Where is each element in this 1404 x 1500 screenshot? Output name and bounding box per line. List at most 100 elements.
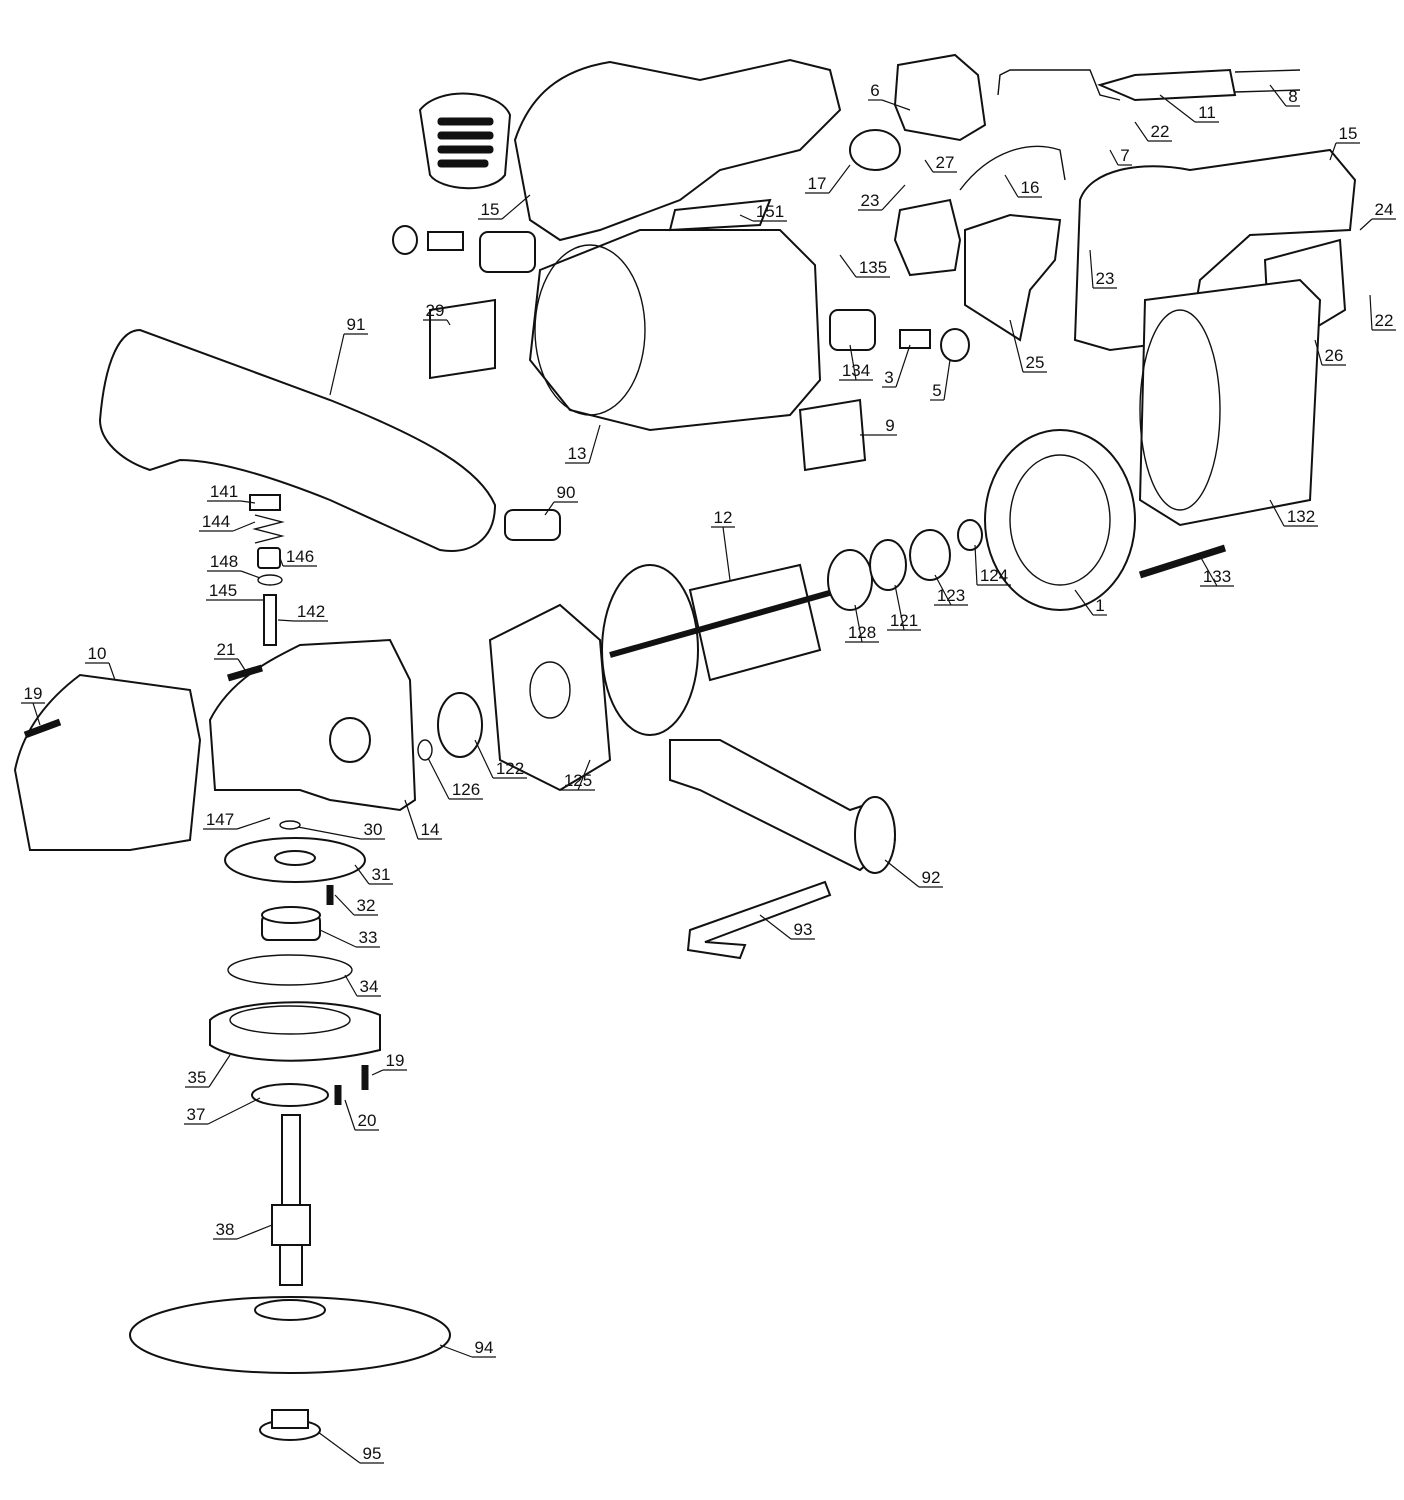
leader-line <box>759 914 792 940</box>
part-label-25: 25 <box>1009 319 1047 373</box>
brush-holder-25 <box>964 213 1062 342</box>
baffle-ring-inner <box>1009 454 1111 586</box>
leader-line <box>894 584 905 631</box>
part-label-9: 9 <box>860 416 897 436</box>
leader-line <box>1089 249 1094 289</box>
part-label-133: 133 <box>1199 555 1234 587</box>
leader-line <box>577 759 591 791</box>
part-number: 8 <box>1288 87 1297 106</box>
leader-line <box>895 344 911 388</box>
part-label-22: 22 <box>1369 294 1396 331</box>
part-label-17: 17 <box>805 164 851 194</box>
grille-slots <box>437 117 494 168</box>
leader-line <box>319 929 357 948</box>
part-number: 5 <box>932 381 941 400</box>
leader-line <box>544 501 555 516</box>
pin-142 <box>263 594 277 646</box>
part-number: 135 <box>859 258 887 277</box>
leader-line <box>329 333 345 396</box>
part-number: 31 <box>372 865 391 884</box>
leader-line <box>1199 555 1218 587</box>
part-label-92: 92 <box>884 859 943 888</box>
part-number: 30 <box>364 820 383 839</box>
brush <box>427 231 464 251</box>
spacer-90 <box>504 509 561 541</box>
part-number: 148 <box>210 552 238 571</box>
part-label-32: 32 <box>334 894 378 916</box>
part-number: 22 <box>1375 311 1394 330</box>
guard-10 <box>13 673 202 851</box>
leader-line <box>739 214 754 222</box>
label-plate-9 <box>798 398 867 472</box>
part-number: 15 <box>481 200 500 219</box>
leader-line <box>277 619 295 622</box>
bushing-123 <box>909 529 951 581</box>
leader-line <box>371 1069 384 1076</box>
part-label-6: 6 <box>868 81 911 111</box>
part-number: 9 <box>885 416 894 435</box>
armature-shaft <box>609 587 841 658</box>
part-number: 19 <box>24 684 43 703</box>
leader-line <box>334 894 355 916</box>
nut-95-body <box>271 1409 309 1429</box>
part-label-10: 10 <box>85 644 116 681</box>
part-label-33: 33 <box>319 928 380 948</box>
part-number: 38 <box>216 1220 235 1239</box>
leader-line <box>501 194 531 220</box>
part-number: 122 <box>496 759 524 778</box>
leader-line <box>236 1224 273 1240</box>
part-number: 90 <box>557 483 576 502</box>
part-number: 128 <box>848 623 876 642</box>
backing-pad-hub <box>254 1299 326 1321</box>
leader-line <box>881 99 911 111</box>
leader-line <box>446 319 451 326</box>
spring-brush <box>392 225 418 255</box>
bearing-128 <box>827 549 873 611</box>
gear-31-hub <box>274 850 316 866</box>
part-number: 134 <box>842 361 870 380</box>
part-label-14: 14 <box>404 799 442 840</box>
switch-17 <box>849 129 901 171</box>
part-number: 151 <box>756 202 784 221</box>
spring-144 <box>252 514 285 544</box>
leader-line <box>236 817 271 830</box>
leader-line <box>240 500 256 504</box>
part-label-5: 5 <box>930 359 951 401</box>
part-label-121: 121 <box>887 584 921 631</box>
bearing-33-top <box>261 906 321 924</box>
leader-line <box>828 164 851 194</box>
part-number: 27 <box>936 153 955 172</box>
screw-133 <box>1138 544 1227 579</box>
part-label-128: 128 <box>845 604 879 643</box>
leader-line <box>344 974 358 997</box>
part-label-7: 7 <box>1109 146 1132 166</box>
cord-protector-11 <box>1097 68 1237 102</box>
part-number: 23 <box>1096 269 1115 288</box>
part-label-3: 3 <box>882 344 911 388</box>
part-label-1: 1 <box>1074 589 1107 616</box>
part-label-94: 94 <box>439 1338 496 1358</box>
gear-case-14 <box>208 638 417 812</box>
part-number: 93 <box>794 920 813 939</box>
part-label-29: 29 <box>423 301 451 326</box>
part-number: 145 <box>209 581 237 600</box>
part-label-31: 31 <box>354 864 393 885</box>
leader-line <box>297 826 362 840</box>
part-label-19: 19 <box>21 684 45 726</box>
part-label-134: 134 <box>839 344 873 381</box>
hex-key-93 <box>686 880 832 960</box>
plunger-146 <box>257 547 281 569</box>
part-label-126: 126 <box>427 757 483 800</box>
retaining-ring-126 <box>417 739 433 761</box>
baffle-125 <box>488 603 612 792</box>
leader-line <box>427 757 450 800</box>
part-number: 141 <box>210 482 238 501</box>
armature-12 <box>688 563 822 682</box>
part-number: 121 <box>890 611 918 630</box>
leader-line <box>344 1099 356 1131</box>
washer-37 <box>251 1083 329 1107</box>
leader-line <box>1009 319 1024 373</box>
part-label-23: 23 <box>1089 249 1117 289</box>
